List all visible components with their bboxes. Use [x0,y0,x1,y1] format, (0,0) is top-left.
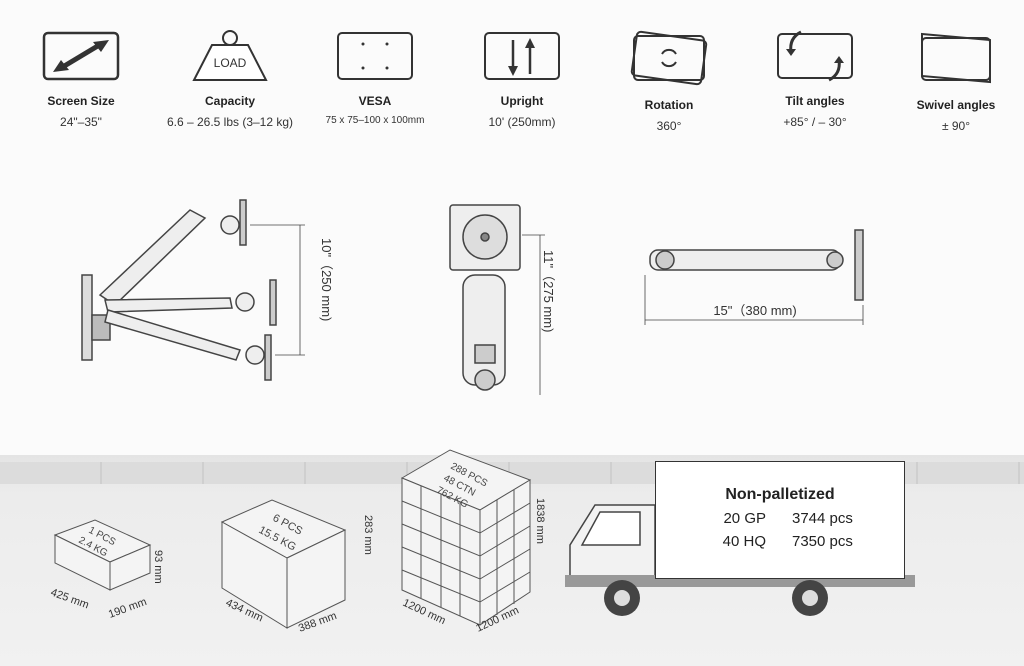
spec-value: 75 x 75–100 x 100mm [325,115,425,126]
spec-label: Capacity [204,94,256,108]
swivel-icon [921,32,991,84]
rotation-icon [630,30,708,86]
up-down-arrows-icon [484,32,560,80]
spec-value: 10' (250mm) [488,115,556,129]
carton-height: 283 mm [362,515,374,555]
shipping-row: 20 GP 3744 pcs [656,510,904,527]
arm-height-label: 11"（275 mm) [541,250,556,332]
container-qty: 7350 pcs [792,533,853,550]
single-height: 93 mm [152,550,164,584]
spec-rotation: Rotation 360° [594,30,744,133]
spec-label: Rotation [644,98,694,112]
icon-text: LOAD [214,56,247,70]
top-view-arm [644,229,864,325]
spec-value: 6.6 – 26.5 lbs (3–12 kg) [166,115,294,129]
shipping-container-box: Non-palletized 20 GP 3744 pcs 40 HQ 7350… [655,461,905,579]
diagonal-arrow-icon [42,31,120,81]
vesa-plate-icon [337,32,413,80]
side-view-arm [81,199,305,381]
single-box [53,519,152,591]
carton-box [220,499,347,629]
packaging-diagrams: 1 PCS 2.4 KG 93 mm 425 mm 190 mm 6 PCS 1… [49,449,546,635]
tilt-icon [777,30,853,82]
front-view-arm [449,204,545,395]
spec-label: Tilt angles [785,94,845,108]
load-weight-icon: LOAD [192,30,268,81]
shipping-row: 40 HQ 7350 pcs [656,533,904,550]
container-type: 40 HQ [722,533,766,550]
spec-label: Swivel angles [916,98,996,112]
spec-value: 360° [656,119,682,133]
pallet-height: 1838 mm [534,498,546,544]
spec-label: VESA [358,94,392,108]
spec-swivel: Swivel angles ± 90° [881,30,1024,133]
shipping-title: Non-palletized [725,486,835,503]
spec-upright: Upright 10' (250mm) [447,30,597,129]
spec-screen-size: Screen Size 24"–35" [6,30,156,129]
spec-value: +85° / – 30° [783,115,847,129]
spec-vesa: VESA 75 x 75–100 x 100mm [300,30,450,126]
pallet [400,449,532,626]
spec-value: ± 90° [941,119,971,133]
arm-dimension-diagrams: 10"（250 mm) 11"（275 mm) 15"（380 mm) [81,199,864,395]
spec-value: 24"–35" [60,115,102,129]
spec-label: Upright [500,94,544,108]
height-range-label: 10"（250 mm) [319,238,334,321]
container-type: 20 GP [723,510,766,527]
spec-capacity: LOAD Capacity 6.6 – 26.5 lbs (3–12 kg) [155,30,305,129]
spec-label: Screen Size [47,94,115,108]
extension-label: 15"（380 mm) [713,303,796,318]
spec-tilt: Tilt angles +85° / – 30° [740,30,890,129]
truck-illustration [565,504,915,616]
single-length: 425 mm [49,587,90,612]
single-width: 190 mm [107,596,148,621]
container-qty: 3744 pcs [792,510,853,527]
